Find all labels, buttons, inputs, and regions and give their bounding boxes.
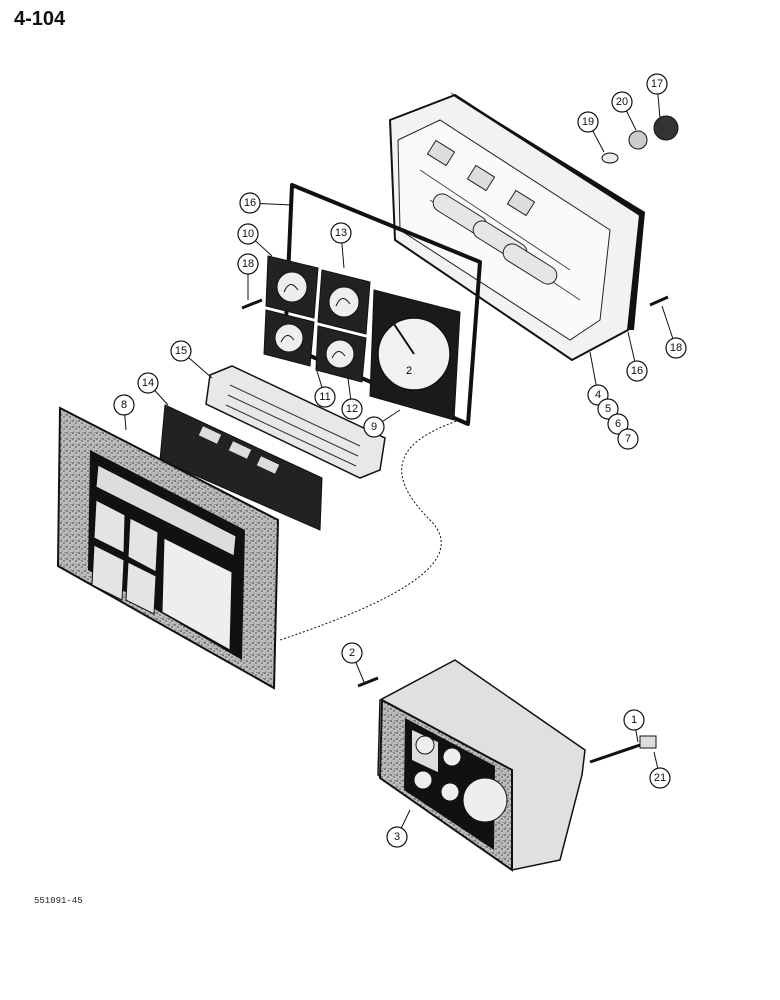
callout-circle	[665, 337, 687, 359]
callout-label: 3	[394, 831, 400, 843]
callout-14: 14	[137, 372, 159, 394]
callout-2: 2	[341, 642, 363, 664]
callout-20: 20	[611, 91, 633, 113]
callout-label: 7	[625, 433, 631, 445]
callout-circle	[577, 111, 599, 133]
callout-circle	[239, 192, 261, 214]
callout-label: 14	[142, 377, 154, 389]
callout-circle	[341, 398, 363, 420]
large-gauge: 2	[369, 289, 461, 421]
callout-circle	[314, 386, 336, 408]
callout-label: 12	[346, 403, 358, 415]
screws-and-bulbs	[241, 115, 679, 764]
callout-circle	[607, 413, 629, 435]
callout-label: 16	[631, 365, 643, 377]
callout-circle	[363, 416, 385, 438]
callout-circle	[646, 73, 668, 95]
svg-text:2: 2	[406, 365, 412, 377]
callout-label: 18	[670, 342, 682, 354]
callout-11: 11	[314, 386, 336, 408]
assembly-path	[279, 419, 461, 641]
callout-circle	[611, 91, 633, 113]
callout-label: 15	[175, 345, 187, 357]
callout-circle	[649, 767, 671, 789]
callout-10: 10	[237, 223, 259, 245]
callout-circle	[597, 398, 619, 420]
callout-8: 8	[113, 394, 135, 416]
callout-label: 4	[595, 389, 601, 401]
small-gauge-top-left	[265, 255, 319, 319]
callout-label: 10	[242, 228, 254, 240]
callout-label: 11	[319, 391, 330, 403]
callout-18: 18	[237, 253, 259, 275]
callout-label: 6	[615, 418, 621, 430]
callout-circle	[341, 642, 363, 664]
small-gauge-bottom-right	[315, 325, 367, 383]
callout-7: 7	[617, 428, 639, 450]
callout-label: 2	[349, 647, 355, 659]
callout-13: 13	[330, 222, 352, 244]
callout-15: 15	[170, 340, 192, 362]
callout-label: 9	[371, 421, 377, 433]
callout-circle	[386, 826, 408, 848]
callout-5: 5	[597, 398, 619, 420]
callout-label: 19	[582, 116, 594, 128]
callout-label: 1	[631, 714, 637, 726]
callout-circle	[330, 222, 352, 244]
callout-16: 16	[626, 360, 648, 382]
lens-plate	[205, 365, 386, 479]
callout-16: 16	[239, 192, 261, 214]
callout-circle	[623, 709, 645, 731]
indicator-strip	[159, 404, 323, 531]
callout-circle	[170, 340, 192, 362]
page-number: 4-104	[14, 8, 66, 30]
assembled-cluster	[377, 659, 586, 872]
rear-housing	[388, 92, 645, 362]
callout-1: 1	[623, 709, 645, 731]
callout-circle	[137, 372, 159, 394]
callout-label: 21	[654, 772, 666, 784]
callout-17: 17	[646, 73, 668, 95]
callout-18: 18	[665, 337, 687, 359]
callout-label: 13	[335, 227, 347, 239]
small-gauge-bottom-left	[263, 309, 315, 367]
callout-3: 3	[386, 826, 408, 848]
callout-label: 18	[242, 258, 254, 270]
callout-label: 17	[651, 78, 663, 90]
figure-code: 551091-45	[34, 896, 83, 906]
callout-circle	[237, 253, 259, 275]
callout-21: 21	[649, 767, 671, 789]
callout-circle	[617, 428, 639, 450]
front-bezel	[56, 406, 280, 690]
callout-6: 6	[607, 413, 629, 435]
callout-label: 8	[121, 399, 127, 411]
callout-label: 20	[616, 96, 628, 108]
callout-12: 12	[341, 398, 363, 420]
callout-label: 5	[605, 403, 611, 415]
callout-19: 19	[577, 111, 599, 133]
callout-label: 16	[244, 197, 256, 209]
callout-circle	[626, 360, 648, 382]
small-gauge-top-right	[317, 269, 371, 335]
callout-circle	[237, 223, 259, 245]
callout-circle	[113, 394, 135, 416]
callout-9: 9	[363, 416, 385, 438]
